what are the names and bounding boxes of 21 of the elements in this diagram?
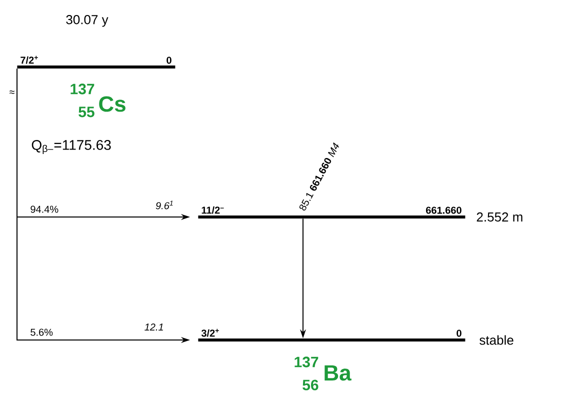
spin-label: 7/2$^{+}$ (20, 56, 38, 64)
log-ft: 9.6$^{1}$ (156, 200, 173, 210)
element-symbol: Ba (324, 365, 352, 381)
q-value: Q$_{β–}$=1175.63 (32, 140, 111, 154)
half-life: stable (480, 335, 514, 345)
mass-number: 137 (294, 356, 318, 368)
half-life: 30.07 y (66, 15, 108, 27)
atomic-number: 55 (78, 106, 94, 118)
half-life: 2.552 m (476, 212, 522, 222)
break-mark: ≈ (10, 90, 14, 94)
energy-label: 0 (166, 56, 172, 64)
atomic-number: 56 (302, 380, 318, 390)
spin-label: 11/2$^{–}$ (202, 206, 224, 214)
energy-label: 661.660 (426, 206, 462, 214)
spin-label: 3/2$^{+}$ (201, 328, 219, 337)
branching-ratio: 5.6% (30, 328, 53, 336)
energy-label: 0 (456, 330, 462, 337)
mass-number: 137 (70, 84, 94, 94)
element-symbol: Cs (99, 96, 126, 112)
log-ft: 12.1 (144, 324, 163, 330)
branching-ratio: 94.4% (30, 206, 58, 213)
